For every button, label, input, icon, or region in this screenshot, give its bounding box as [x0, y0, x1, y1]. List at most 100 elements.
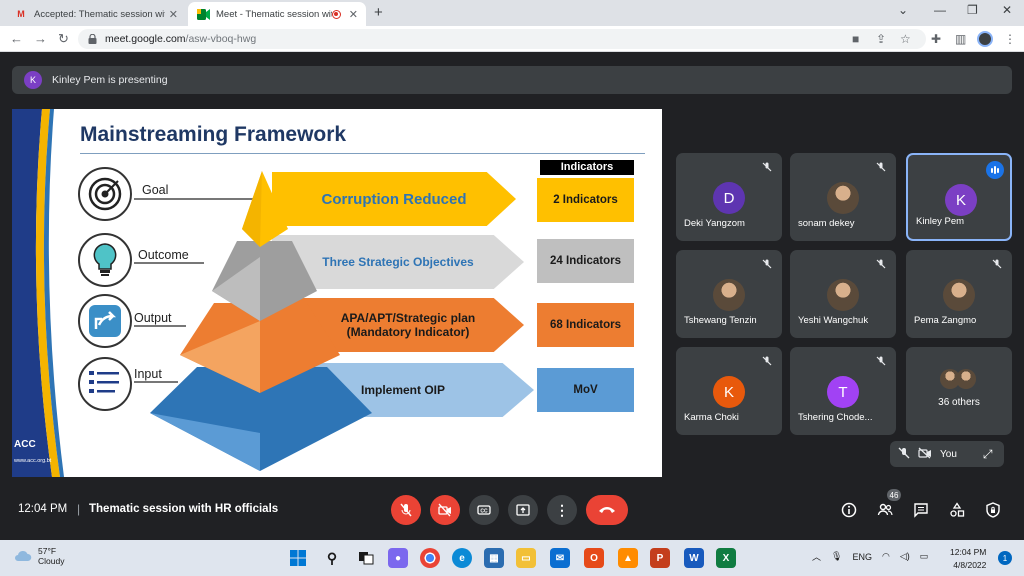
expand-icon[interactable]: ⤢ [982, 446, 993, 461]
camera-off-icon[interactable] [918, 447, 932, 462]
checklist-icon [78, 357, 132, 411]
system-tray: ︿ 🎙 ENG ◠ ◁) ▭ [812, 550, 928, 563]
meeting-details-button[interactable] [839, 500, 859, 520]
chrome-icon[interactable] [420, 548, 440, 568]
side-panel-icon[interactable]: ▥ [955, 32, 967, 46]
bookmark-star-icon[interactable]: ☆ [900, 32, 911, 46]
participant-name: Deki Yangzom [684, 218, 745, 229]
task-view-icon[interactable] [356, 548, 376, 568]
back-icon[interactable]: ← [10, 31, 23, 46]
host-controls-button[interactable] [983, 500, 1003, 520]
extensions-icon[interactable]: ✚ [931, 32, 942, 46]
meeting-controls: 12:04 PM | Thematic session with HR offi… [0, 488, 1024, 532]
weather-widget[interactable]: 57°F Cloudy [14, 546, 64, 566]
participant-tile[interactable]: Yeshi Wangchuk [790, 250, 896, 338]
participant-tile[interactable]: 36 others [906, 347, 1012, 435]
presenting-banner: K Kinley Pem is presenting [12, 66, 1012, 94]
chevron-up-icon[interactable]: ︿ [812, 552, 822, 562]
share-output-icon [78, 294, 132, 348]
speaker-icon[interactable]: ◁) [899, 551, 910, 561]
meeting-clock: 12:04 PM [18, 503, 68, 515]
word-icon[interactable]: W [684, 548, 704, 568]
edge-icon[interactable]: e [452, 548, 472, 568]
activities-icon [950, 502, 965, 517]
avatar: K [713, 376, 745, 408]
camera-off-icon [438, 503, 451, 517]
separator: | [77, 502, 81, 516]
battery-icon[interactable]: ▭ [919, 551, 929, 561]
file-explorer-icon[interactable]: ▭ [516, 548, 536, 568]
label-goal: Goal [142, 183, 169, 197]
people-button[interactable] [875, 500, 895, 520]
avatar [956, 369, 976, 389]
participant-tile[interactable]: Tshewang Tenzin [676, 250, 782, 338]
acc-url: www.acc.org.bt [14, 458, 52, 464]
mic-off-icon[interactable] [898, 447, 910, 462]
browser-tab-bar: M Accepted: Thematic session with ✕ Meet… [0, 0, 1024, 26]
new-tab-button[interactable]: + [374, 4, 383, 21]
participant-name: Pema Zangmo [914, 315, 977, 326]
tab-search-icon[interactable]: ⌄ [898, 3, 909, 17]
start-icon[interactable] [288, 548, 308, 568]
office-icon[interactable]: O [584, 548, 604, 568]
arrow-goal: Corruption Reduced [272, 172, 516, 226]
close-tab-icon[interactable]: ✕ [348, 8, 358, 21]
mic-toggle-button[interactable] [391, 495, 421, 525]
url-field[interactable]: meet.google.com/asw-vboq-hwg [78, 29, 926, 49]
share-icon[interactable]: ⇪ [876, 32, 887, 46]
lightbulb-icon [78, 233, 132, 287]
system-clock[interactable]: 12:04 PM 4/8/2022 [950, 546, 986, 572]
recording-icon [331, 9, 341, 19]
chat-button[interactable] [911, 500, 931, 520]
participant-tile[interactable]: Pema Zangmo [906, 250, 1012, 338]
captions-icon: CC [477, 505, 491, 515]
powerpoint-icon[interactable]: P [650, 548, 670, 568]
mail-icon[interactable]: ✉ [550, 548, 570, 568]
temperature: 57°F [38, 546, 57, 556]
leave-call-button[interactable] [586, 495, 628, 525]
camera-permission-icon[interactable]: ■ [852, 32, 860, 46]
participant-name: 36 others [938, 397, 980, 408]
more-options-button[interactable]: ⋮ [547, 495, 577, 525]
maximize-button[interactable]: ❐ [967, 3, 978, 17]
label-input: Input [134, 367, 162, 381]
tab-title: Accepted: Thematic session with [34, 8, 165, 20]
microphone-icon[interactable]: 🎙 [831, 551, 843, 561]
profile-avatar[interactable] [977, 31, 993, 47]
activities-button[interactable] [947, 500, 967, 520]
indicator-goal-text: 2 Indicators [553, 194, 618, 206]
arrow-outcome: Three Strategic Objectives [272, 235, 524, 289]
title-rule [80, 153, 645, 154]
camera-toggle-button[interactable] [430, 495, 460, 525]
vlc-icon[interactable]: ▲ [618, 548, 638, 568]
language-indicator[interactable]: ENG [852, 551, 872, 562]
captions-button[interactable]: CC [469, 495, 499, 525]
connector-output [134, 325, 186, 327]
participant-tile[interactable]: sonam dekey [790, 153, 896, 241]
indicators-header: Indicators [540, 160, 634, 175]
self-view-bar[interactable]: You ⤢ [890, 441, 1004, 467]
excel-icon[interactable]: X [716, 548, 736, 568]
store-icon[interactable]: ▦ [484, 548, 504, 568]
forward-icon[interactable]: → [34, 31, 47, 46]
notification-badge[interactable]: 1 [998, 551, 1012, 565]
search-icon[interactable]: ⚲ [326, 549, 338, 566]
teams-chat-icon[interactable]: ● [388, 548, 408, 568]
others-avatars [940, 369, 976, 389]
wifi-icon[interactable]: ◠ [881, 551, 890, 561]
weather-condition: Cloudy [38, 556, 65, 566]
tab-gmail[interactable]: M Accepted: Thematic session with ✕ [6, 2, 186, 26]
meeting-title: Thematic session with HR officials [89, 503, 279, 515]
menu-icon[interactable]: ⋮ [1004, 32, 1016, 46]
reload-icon[interactable]: ↻ [58, 31, 69, 46]
close-tab-icon[interactable]: ✕ [168, 8, 178, 21]
info-icon [841, 502, 857, 518]
tab-meet[interactable]: Meet - Thematic session wit ✕ [188, 2, 366, 26]
close-window-button[interactable]: ✕ [1002, 3, 1013, 17]
minimize-button[interactable]: — [934, 3, 946, 17]
present-button[interactable] [508, 495, 538, 525]
